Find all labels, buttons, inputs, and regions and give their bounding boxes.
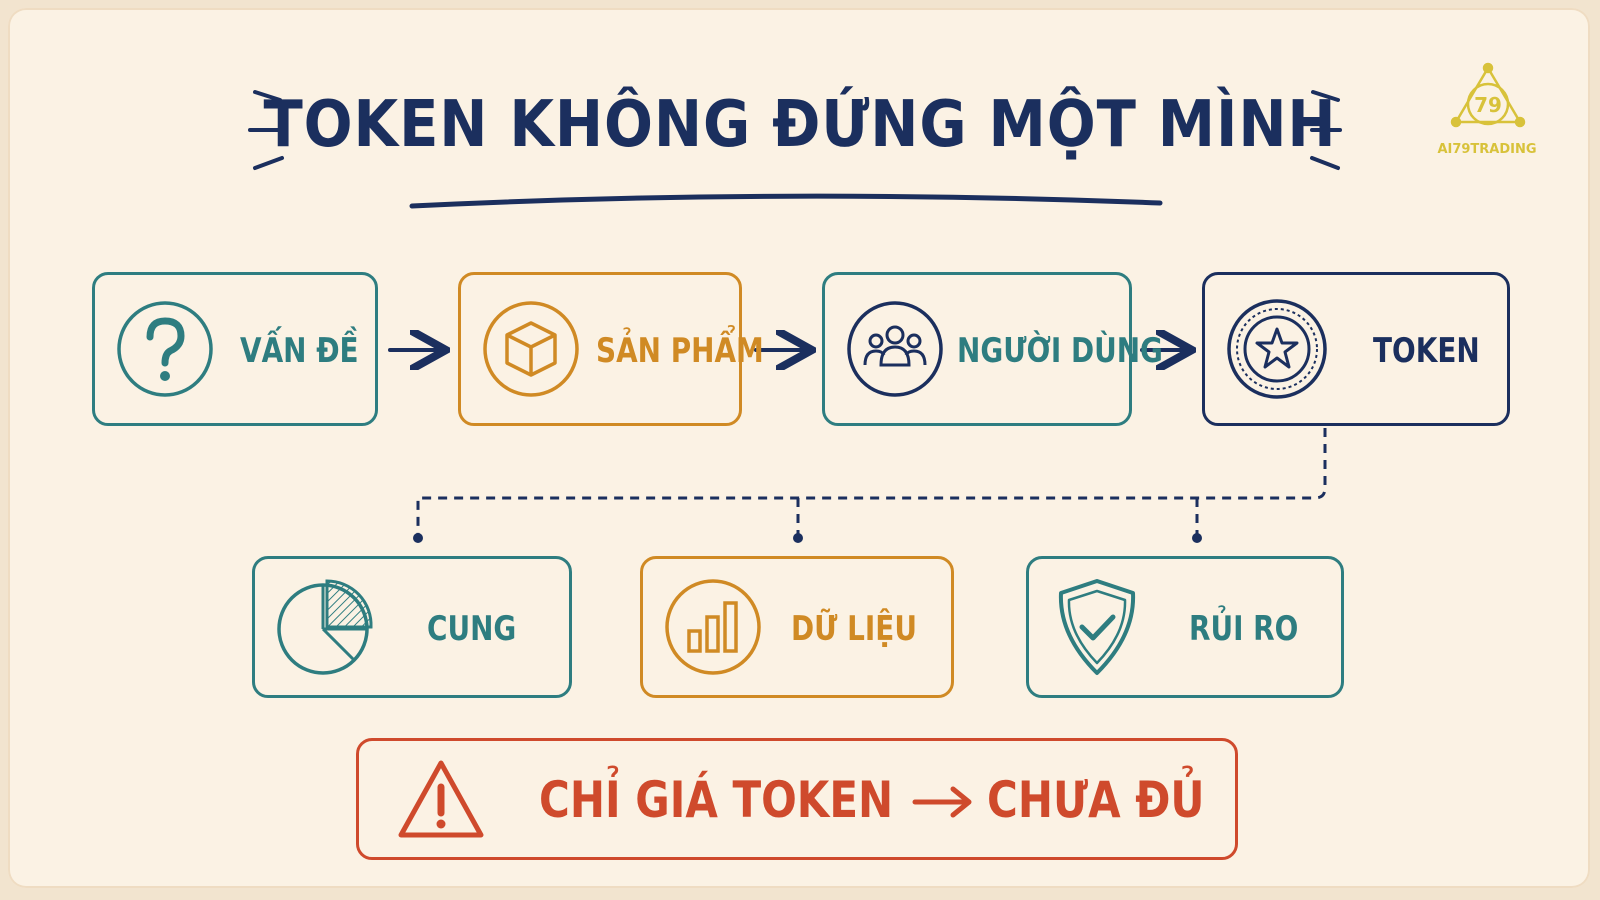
flow-label-token: TOKEN bbox=[1373, 331, 1480, 371]
factor-label-cung: CUNG bbox=[427, 609, 517, 649]
pie-chart-icon bbox=[277, 579, 373, 675]
branch-dot-2 bbox=[793, 533, 803, 543]
title-dash-right-1 bbox=[1311, 90, 1340, 102]
bar-chart-icon bbox=[665, 579, 761, 675]
flow-step-nguoi-dung: NGƯỜI DÙNG bbox=[822, 272, 1163, 426]
flow-step-van-de: VẤN ĐỀ bbox=[92, 272, 378, 426]
dashed-branch-main bbox=[416, 428, 1327, 535]
factor-label-du-lieu: DỮ LIỆU bbox=[791, 609, 917, 649]
star-coin-icon bbox=[1227, 299, 1327, 399]
title-dash-left-1 bbox=[253, 90, 282, 102]
title-dash-right-3 bbox=[1310, 156, 1340, 170]
ai79-logo-icon: 79 bbox=[1450, 62, 1526, 128]
warning-icon bbox=[398, 760, 484, 838]
title-underline bbox=[409, 193, 1163, 209]
shield-check-icon bbox=[1058, 579, 1136, 675]
title-dash-left-3 bbox=[253, 156, 284, 170]
flow-label-nguoi-dung: NGƯỜI DÙNG bbox=[957, 331, 1163, 371]
warning-text-left: CHỈ GIÁ TOKEN bbox=[539, 771, 894, 829]
logo-mark: 79 bbox=[1474, 93, 1502, 117]
flow-step-san-pham: SẢN PHẨM bbox=[458, 272, 764, 426]
factor-rui-ro: RỦI RO bbox=[1026, 556, 1344, 698]
factor-du-lieu: DỮ LIỆU bbox=[640, 556, 954, 698]
page-title: TOKEN KHÔNG ĐỨNG MỘT MÌNH bbox=[263, 88, 1337, 162]
warning-box: CHỈ GIÁ TOKEN CHƯA ĐỦ bbox=[356, 738, 1238, 860]
flow-label-van-de: VẤN ĐỀ bbox=[240, 331, 359, 371]
users-icon bbox=[847, 301, 943, 397]
factor-cung: CUNG bbox=[252, 556, 572, 698]
factor-label-rui-ro: RỦI RO bbox=[1189, 609, 1299, 649]
box-icon bbox=[483, 301, 579, 397]
flow-step-token: TOKEN bbox=[1202, 272, 1510, 426]
question-icon bbox=[117, 301, 213, 397]
flow-label-san-pham: SẢN PHẨM bbox=[596, 331, 764, 371]
warning-arrow-icon bbox=[912, 786, 972, 818]
branch-dot-3 bbox=[1192, 533, 1202, 543]
logo-text: AI79TRADING bbox=[1437, 142, 1537, 157]
warning-text-right: CHƯA ĐỦ bbox=[987, 771, 1205, 829]
branch-dot-1 bbox=[413, 533, 423, 543]
